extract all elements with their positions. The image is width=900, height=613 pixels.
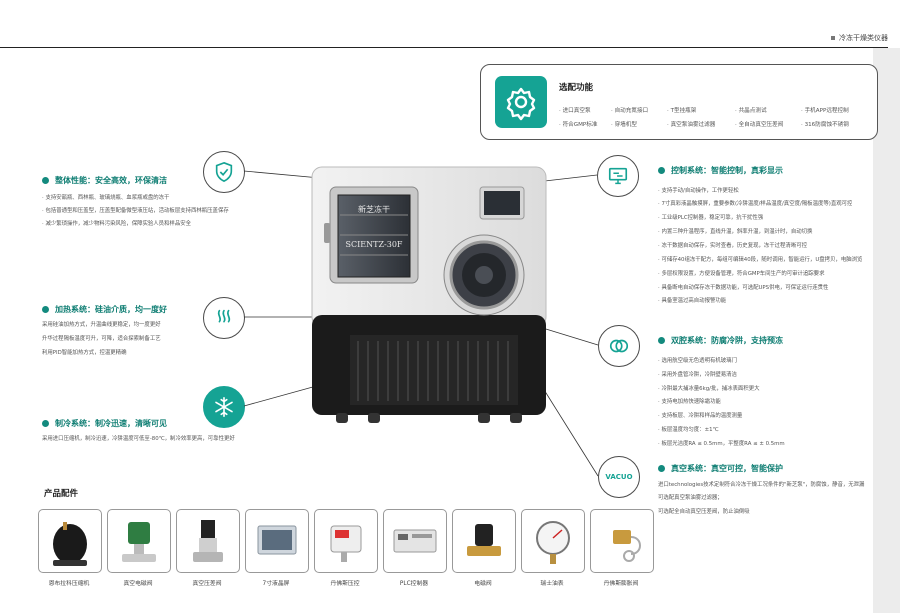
option-item: 316防腐蚀不锈钢 [801,120,849,128]
accessory-label: 丹佛斯膨胀阀 [603,581,639,587]
square-bullet-icon [831,36,835,40]
control-line: 支持手动/自动操作，工作更轻松 [658,186,738,194]
coldtrap-line: 支持板层、冷阱和样品的温度测量 [658,411,742,419]
accessory-label: 恩布拉科压缩机 [48,581,90,587]
snowflake-icon [203,386,245,428]
coldtrap-line: 板层温度均匀度：±1℃ [658,425,718,433]
heating-title: 加热系统：硅油介质，均一度好 [42,304,167,315]
control-line: 具备室温过高自动报警功能 [658,296,726,304]
header-category: 冷冻干燥类仪器 [839,34,888,42]
header-category-tag: 冷冻干燥类仪器 [831,33,888,43]
option-item: T型挂瓶架 [667,106,697,114]
svg-text:SCIENTZ-30F: SCIENTZ-30F [346,240,403,249]
bullet-dot-icon [42,177,49,184]
vacuum-differential-valve-image [176,509,240,573]
overall-title: 整体性能：安全高效，环保清洁 [42,175,167,186]
coldtrap-title: 双腔系统：防腐冷阱，支持预冻 [658,335,783,346]
freeze-dryer-illustration: 新芝冻干 SCIENTZ-30F [310,165,548,425]
heat-waves-icon [203,297,245,339]
options-panel: 选配功能 进口真空泵 自动充氮接口 T型挂瓶架 共晶点测试 手机APP远程控制 … [480,64,878,140]
vacuum-badge-icon: VACUO [598,456,640,498]
heating-line: 升华过程隔板温度可升，可降，适合探索制备工艺 [42,336,161,342]
control-title: 控制系统：智能控制，真彩显示 [658,165,783,176]
coldtrap-line: 采用外盘管冷阱，冷阱壁易清洁 [658,370,736,378]
coldtrap-line: 板层光洁度RA ≤ 0.5mm，平整度RA ≤ ± 0.5mm [658,439,784,447]
option-item: 共晶点测试 [735,106,767,114]
control-line: 多层权限设置，方便设备管理，符合GMP车间生产的可审计追踪要求 [658,269,824,277]
control-line: 7寸真彩液晶触摸屏，重要参数(冷阱温度/样品温度/真空度/隔板温度等)直观可控 [658,199,852,207]
header-divider [0,47,888,48]
bullet-dot-icon [42,420,49,427]
option-item: 自动充氮接口 [611,106,649,114]
accessories-title: 产品配件 [44,489,79,499]
svg-text:新芝冻干: 新芝冻干 [358,204,390,214]
dual-ring-icon [598,325,640,367]
compressor-image [38,509,102,573]
bullet-dot-icon [658,465,665,472]
cooling-title: 制冷系统：制冷迅速，清晰可见 [42,418,167,429]
control-line: 内置三种升温程序，直线升温，斜率升温，到温计时，自动切换 [658,227,812,235]
plc-controller-image [383,509,447,573]
cooling-line: 采用进口压缩机，制冷迅速，冷阱温度可低至-80℃，制冷效率更高，可靠性更好 [42,436,235,442]
monitor-icon [597,155,639,197]
page-edge-band [873,48,900,613]
heating-line: 利用PID智能加热方式，控温更精确 [42,350,127,356]
control-line: 工业级PLC控制器，稳定可靠，抗干扰性强 [658,213,763,221]
option-item: 全自动真空压差阀 [735,120,784,128]
lcd-screen-image [245,509,309,573]
coldtrap-line: 支持电加热快速除霜功能 [658,397,720,405]
overall-line: 包括普通型和压盖型，压盖型配备微型液压站，活动板层支持西林瓶压盖保存 [42,206,228,214]
option-item: 真空泵油雾过滤器 [667,120,716,128]
accessory-label: 丹佛斯压控 [330,581,360,587]
coldtrap-line: 冷阱最大捕冰量6kg/批，捕冰表面积更大 [658,384,759,392]
accessory-label: PLC控制器 [399,581,429,587]
accessory-label: 真空电磁阀 [123,581,153,587]
solenoid-valve-image [452,509,516,573]
accessory-label: 7寸液晶屏 [262,581,290,587]
control-line: 具备断电自动保存冻干数据功能，可选配UPS供电，可保证运行连贯性 [658,283,828,291]
vacuum-title: 真空系统：真空可控，智能保护 [658,463,783,474]
heating-line: 采用硅油加热方式，升温曲线更稳定，均一度更好 [42,322,161,328]
control-line: 可储存40组冻干配方，每组可编辑40段，随时调用，智能运行，U盘拷贝，电脑浏览 [658,255,862,263]
overall-line: 支持安瓿瓶、西林瓶、玻璃烧瓶、血浆瓶或盘的冻干 [42,193,169,201]
expansion-valve-image [590,509,654,573]
coldtrap-line: 选用航空级无色透明有机玻璃门 [658,356,736,364]
oil-gauge-image [521,509,585,573]
control-line: 冻干数据自动保存，实时查看，历史复现，冻干过程清晰可控 [658,241,807,249]
accessory-label: 电磁阀 [474,581,492,587]
option-item: 手机APP远程控制 [801,106,849,114]
bullet-dot-icon [42,306,49,313]
accessory-label: 瑞士油表 [540,581,564,587]
option-item: 穿墙机型 [611,120,637,128]
vacuum-line: 可选配真空泵油雾过滤器； [658,495,723,501]
gear-icon [495,76,547,128]
accessory-label: 真空压差阀 [192,581,222,587]
bullet-dot-icon [658,337,665,344]
vacuum-line: 可选配全自动真空压差阀，防止油倒吸 [658,509,750,515]
vacuum-solenoid-valve-image [107,509,171,573]
overall-line: 减少繁琐操作，减少物料污染风险，保障实验人员和样品安全 [42,219,191,227]
vacuum-line: 进口technologies技术定制符合冷冻干燥工况条件的"新芝泵"，防腐蚀，静… [658,482,865,488]
options-title: 选配功能 [559,83,594,93]
option-item: 符合GMP标准 [559,120,598,128]
bullet-dot-icon [658,167,665,174]
option-item: 进口真空泵 [559,106,591,114]
shield-check-icon [203,151,245,193]
pressure-control-image [314,509,378,573]
